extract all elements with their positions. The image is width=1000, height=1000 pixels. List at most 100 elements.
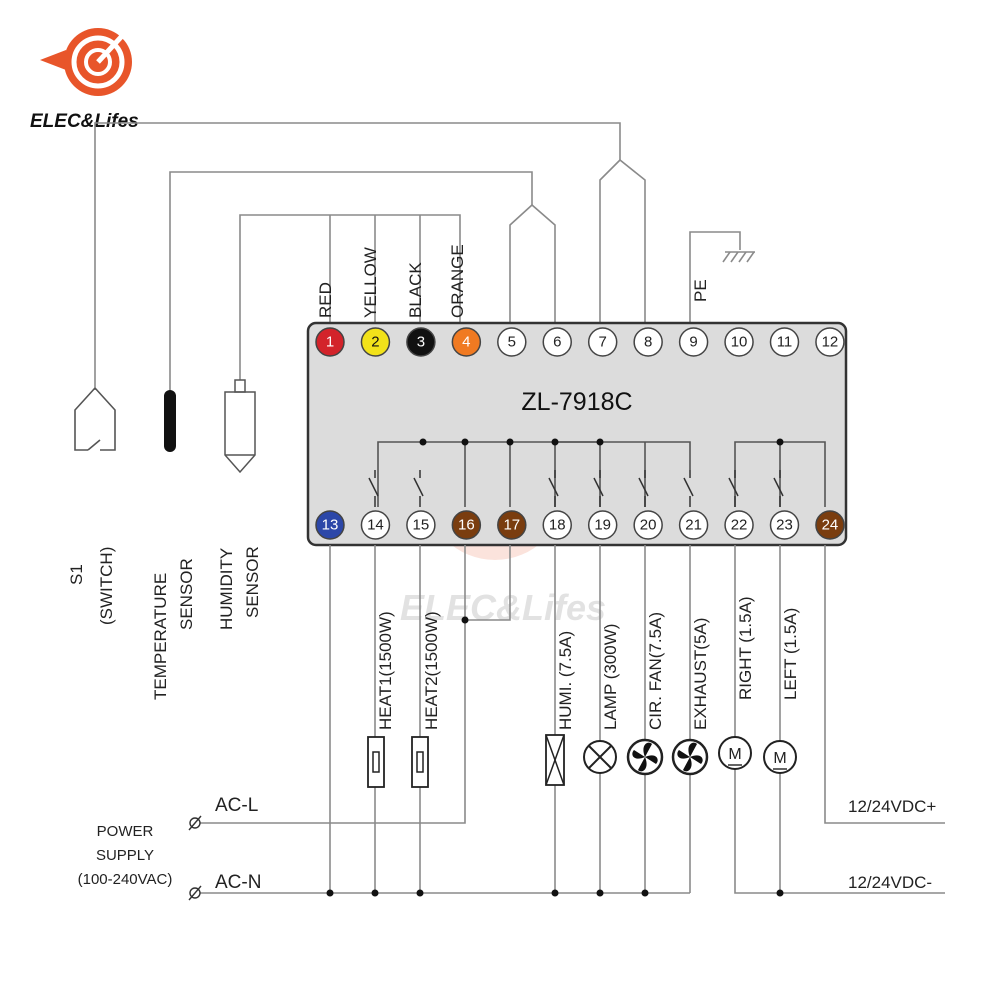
terminal-row-bottom: 13 14 15 16 17 18 19 20 21 22 23 24 bbox=[315, 510, 845, 540]
terminal-number: 12 bbox=[822, 334, 839, 351]
terminal-18: 18 bbox=[542, 510, 572, 540]
terminal-number: 7 bbox=[599, 334, 607, 351]
terminal-9: 9 bbox=[678, 327, 709, 357]
temperature-label-line1: TEMPERATURE bbox=[151, 573, 170, 700]
ac-n-terminal-icon bbox=[188, 885, 202, 901]
load-label-right: RIGHT (1.5A) bbox=[736, 596, 755, 700]
terminal-number: 4 bbox=[462, 334, 470, 351]
relay-contact-icon bbox=[368, 470, 379, 507]
terminal-22: 22 bbox=[724, 510, 754, 540]
terminal-3: 3 bbox=[406, 327, 436, 357]
power-supply-title-line2: SUPPLY bbox=[96, 847, 154, 864]
terminal-number: 21 bbox=[685, 517, 702, 534]
terminal-number: 8 bbox=[644, 334, 652, 351]
fan-icon bbox=[626, 738, 664, 776]
wire-label-black: BLACK bbox=[406, 262, 425, 318]
dc-minus-label: 12/24VDC- bbox=[848, 873, 932, 892]
heater-icon bbox=[411, 736, 429, 788]
terminal-number: 9 bbox=[689, 334, 697, 351]
terminal-21: 21 bbox=[678, 510, 709, 540]
relay-contact-icon bbox=[593, 470, 604, 507]
terminal-8: 8 bbox=[633, 327, 663, 357]
temperature-probe-symbol bbox=[164, 390, 176, 452]
humidifier-icon bbox=[545, 734, 565, 786]
terminal-4: 4 bbox=[451, 327, 482, 357]
terminal-7: 7 bbox=[587, 327, 618, 357]
load-label-heat1: HEAT1(1500W) bbox=[376, 611, 395, 730]
terminal-11: 11 bbox=[769, 327, 800, 357]
load-label-cir-fan: CIR. FAN(7.5A) bbox=[646, 612, 665, 730]
terminal-12: 12 bbox=[815, 327, 845, 357]
terminal-24: 24 bbox=[815, 510, 845, 540]
pe-label: PE bbox=[691, 279, 710, 302]
brand-name: ELEC&Lifes bbox=[30, 111, 139, 132]
motor-icon: M bbox=[763, 740, 797, 774]
wire-label-yellow: YELLOW bbox=[361, 247, 380, 318]
relay-contact-icon bbox=[683, 470, 694, 507]
load-label-humi: HUMI. (7.5A) bbox=[556, 631, 575, 730]
terminal-number: 24 bbox=[822, 517, 839, 534]
load-label-heat2: HEAT2(1500W) bbox=[422, 611, 441, 730]
ac-l-label: AC-L bbox=[215, 795, 258, 816]
terminal-13: 13 bbox=[315, 510, 345, 540]
controller-model: ZL-7918C bbox=[521, 388, 632, 416]
terminal-number: 2 bbox=[371, 334, 379, 351]
terminal-number: 18 bbox=[549, 517, 566, 534]
humidity-probe-symbol bbox=[224, 379, 256, 474]
terminal-15: 15 bbox=[406, 510, 436, 540]
relay-contact-icon bbox=[413, 470, 424, 507]
brand-logo bbox=[40, 28, 132, 96]
terminal-17: 17 bbox=[497, 510, 527, 540]
fan-icon bbox=[671, 738, 709, 776]
load-label-left: LEFT (1.5A) bbox=[781, 608, 800, 700]
dc-plus-label: 12/24VDC+ bbox=[848, 797, 936, 816]
terminal-10: 10 bbox=[724, 327, 754, 357]
terminal-2: 2 bbox=[360, 327, 391, 357]
switch-label-line2: (SWITCH) bbox=[97, 547, 116, 625]
temperature-label-line2: SENSOR bbox=[177, 558, 196, 630]
motor-icon: M bbox=[718, 736, 752, 770]
terminal-14: 14 bbox=[360, 510, 391, 540]
relay-contact-icon bbox=[638, 470, 649, 507]
power-supply-title-line3: (100-240VAC) bbox=[78, 871, 173, 888]
terminal-number: 23 bbox=[776, 517, 793, 534]
terminal-number: 16 bbox=[458, 517, 475, 534]
ac-l-terminal-icon bbox=[188, 815, 202, 831]
terminal-16: 16 bbox=[451, 510, 482, 540]
switch-symbol bbox=[74, 387, 116, 451]
terminal-number: 10 bbox=[731, 334, 748, 351]
wire-label-orange: ORANGE bbox=[448, 244, 467, 318]
load-wiring bbox=[200, 545, 945, 897]
terminal-number: 3 bbox=[417, 334, 425, 351]
terminal-number: 22 bbox=[731, 517, 748, 534]
humidity-label-line1: HUMIDITY bbox=[217, 548, 236, 630]
watermark-text: ELEC&Lifes bbox=[400, 587, 606, 628]
terminal-number: 15 bbox=[413, 517, 430, 534]
terminal-1: 1 bbox=[315, 327, 345, 357]
terminal-20: 20 bbox=[633, 510, 663, 540]
load-label-exhaust: EXHAUST(5A) bbox=[691, 618, 710, 730]
terminal-number: 6 bbox=[553, 334, 561, 351]
terminal-number: 1 bbox=[326, 334, 334, 351]
ac-n-label: AC-N bbox=[215, 872, 261, 893]
wire-label-red: RED bbox=[316, 282, 335, 318]
humidity-label-line2: SENSOR bbox=[243, 546, 262, 618]
relay-contact-icon bbox=[548, 470, 559, 507]
terminal-number: 17 bbox=[503, 517, 520, 534]
relay-contacts bbox=[368, 470, 784, 507]
terminal-number: 11 bbox=[777, 334, 793, 351]
heater-icon bbox=[367, 736, 385, 788]
switch-label-line1: S1 bbox=[67, 564, 86, 585]
controller-box bbox=[306, 321, 848, 547]
terminal-19: 19 bbox=[587, 510, 618, 540]
terminal-6: 6 bbox=[542, 327, 572, 357]
terminal-number: 14 bbox=[367, 517, 384, 534]
terminal-number: 5 bbox=[508, 334, 516, 351]
terminal-number: 20 bbox=[640, 517, 657, 534]
terminal-23: 23 bbox=[769, 510, 800, 540]
relay-contact-icon bbox=[728, 470, 739, 507]
terminal-number: 19 bbox=[594, 517, 611, 534]
load-label-lamp: LAMP (300W) bbox=[601, 624, 620, 730]
